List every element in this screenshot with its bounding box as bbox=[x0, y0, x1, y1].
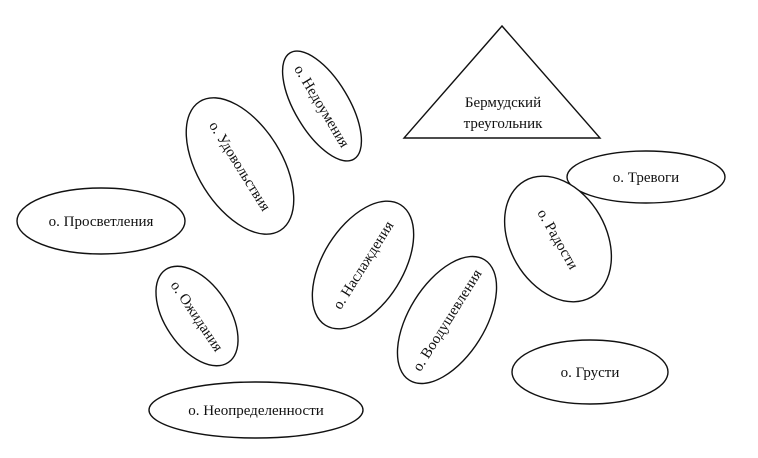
island-naslazhdeniya-ellipse bbox=[311, 200, 415, 330]
island-trevogi-label: о. Тревоги bbox=[613, 170, 679, 186]
island-naslazhdeniya: о. Наслаждения bbox=[311, 200, 415, 330]
island-prosvetleniya: о. Просветления bbox=[16, 187, 186, 255]
island-voodushevleniya-ellipse bbox=[396, 255, 498, 385]
island-ozhidaniya-ellipse bbox=[155, 265, 239, 367]
island-neopredelennosti-label: о. Неопределенности bbox=[188, 403, 324, 419]
island-grusti-ellipse bbox=[511, 339, 669, 405]
island-neopredelennosti-ellipse bbox=[148, 381, 364, 439]
island-radosti-ellipse bbox=[503, 175, 613, 303]
triangle-label-line1: Бермудский bbox=[465, 95, 541, 111]
triangle-label-line2: треугольник bbox=[464, 116, 543, 132]
island-neopredelennosti: о. Неопределенности bbox=[148, 381, 364, 439]
island-ozhidaniya: о. Ожидания bbox=[155, 265, 239, 367]
island-trevogi-ellipse bbox=[566, 150, 726, 204]
triangle-shape bbox=[402, 24, 602, 139]
island-grusti-label: о. Грусти bbox=[561, 365, 620, 381]
island-nedoumeniya: о. Недоумения bbox=[281, 50, 363, 162]
island-prosvetleniya-ellipse bbox=[16, 187, 186, 255]
island-udovolstviya-ellipse bbox=[185, 97, 295, 235]
island-grusti: о. Грусти bbox=[511, 339, 669, 405]
island-prosvetleniya-label: о. Просветления bbox=[49, 214, 154, 230]
island-trevogi: о. Тревоги bbox=[566, 150, 726, 204]
island-nedoumeniya-ellipse bbox=[281, 50, 363, 162]
island-radosti: о. Радости bbox=[503, 175, 613, 303]
bermuda-triangle: Бермудский треугольник bbox=[402, 24, 602, 139]
island-udovolstviya: о. Удовольствия bbox=[185, 97, 295, 235]
